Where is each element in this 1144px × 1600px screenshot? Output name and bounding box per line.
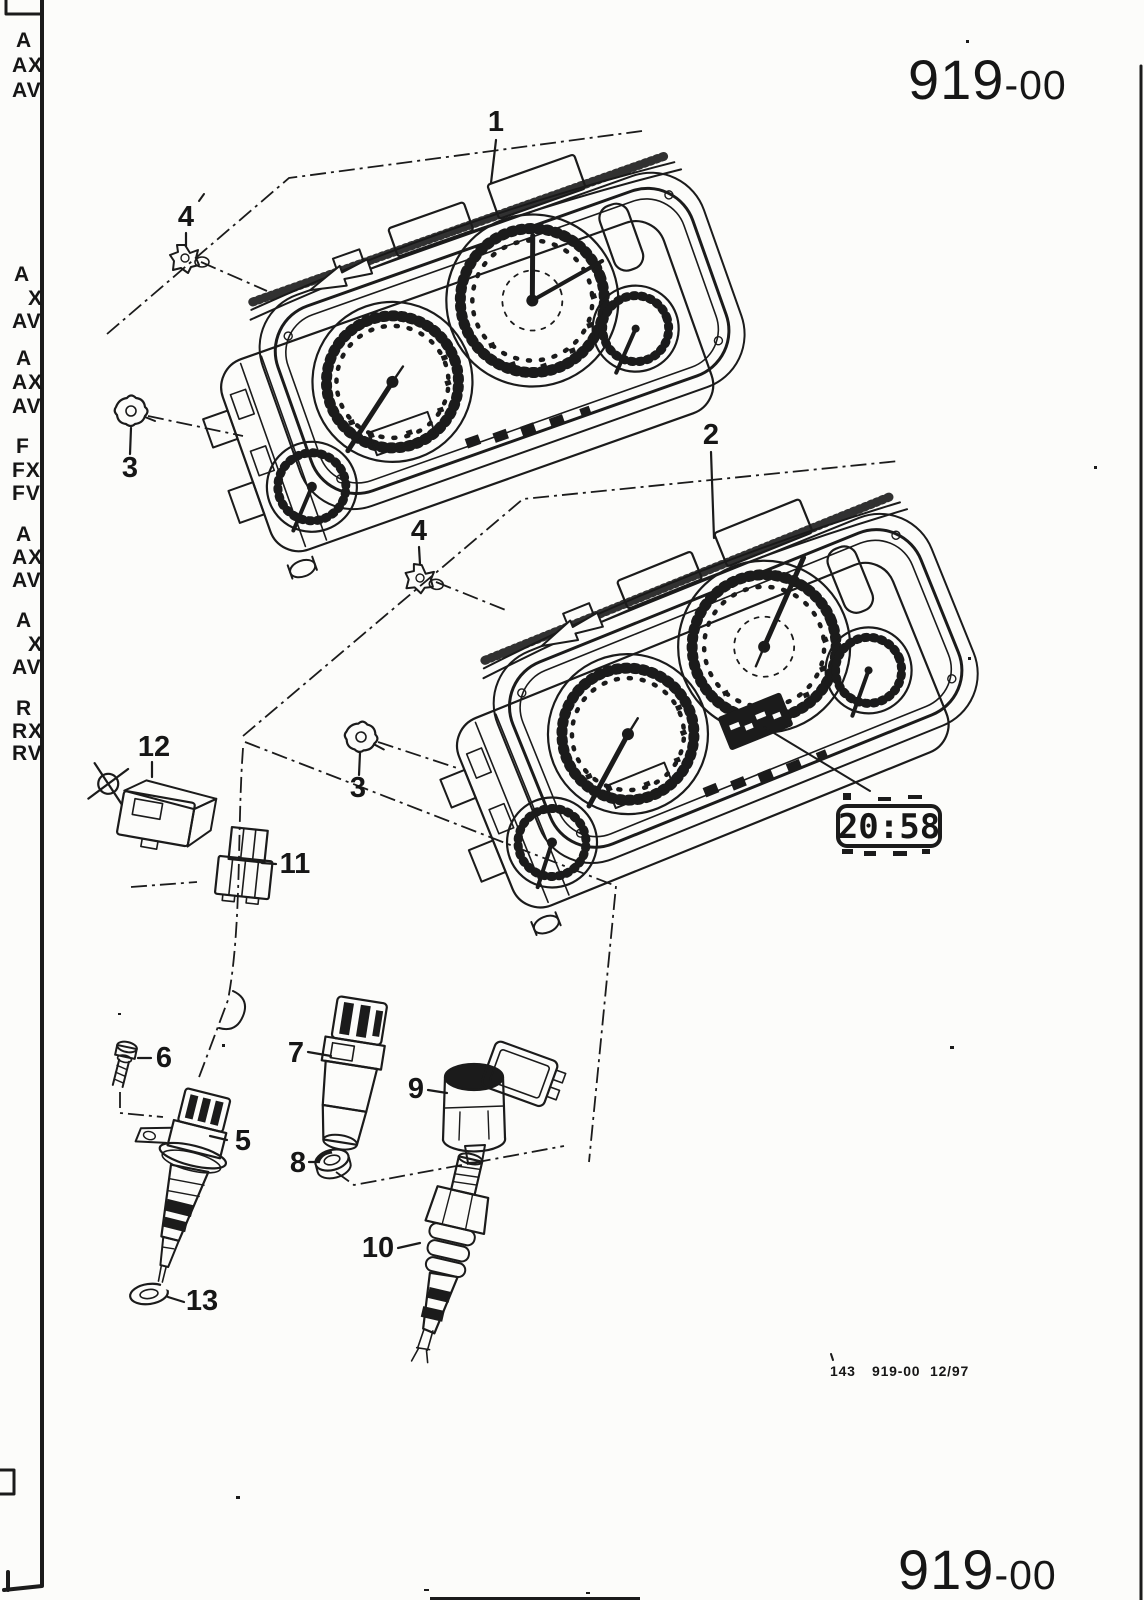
instrument-cluster-1 [161,120,775,591]
callout-4a: 4 [178,201,194,233]
scan-noise [118,40,1097,1600]
rev-code: AX [12,54,43,77]
callout-6: 6 [156,1042,172,1074]
rev-code: FX [12,459,41,482]
callout-2: 2 [703,419,719,451]
part-10-temp-sensor [410,1152,490,1364]
rev-code: A [16,29,32,52]
part-9-sender [441,1040,567,1164]
instrument-cluster-2 [393,460,1011,949]
callout-7: 7 [288,1037,304,1069]
section-group: 919 [898,1538,994,1600]
screw-4b [401,561,447,598]
page-section-code-top: 919-00 [908,48,1067,111]
callouts: 1 2 4 3 4 3 12 11 6 5 7 8 9 10 13 [122,106,719,1317]
imprint-ref: 143 [830,1363,856,1379]
callout-9: 9 [408,1073,424,1105]
page-section-code-bottom: 919-00 [898,1538,1057,1600]
rev-code: FV [12,482,41,505]
callout-1: 1 [488,106,504,138]
rev-code: X [28,633,43,656]
callout-3b: 3 [350,772,366,804]
rev-code: AV [12,310,42,333]
callout-8: 8 [290,1147,306,1179]
imprint-line: 143 919-00 12/97 [830,1353,969,1379]
rev-code: A [16,609,32,632]
rev-code: RX [12,720,43,743]
rev-code: AV [12,79,42,102]
rev-code: AX [12,546,43,569]
callout-13: 13 [186,1285,218,1317]
callout-12: 12 [138,731,170,763]
clock-leader-line [763,726,871,792]
rev-code: F [16,435,30,458]
lcd-clock-window [718,692,793,750]
rev-code: A [16,523,32,546]
rev-code: AV [12,395,42,418]
part-12-bulb-holder [87,762,218,851]
part-6-screw [111,1040,138,1088]
rev-code: A [16,347,32,370]
sidebar-revision-codes: A AX AV A X AV A AX AV F FX FV A AX AV A… [12,29,43,765]
rev-code: R [16,697,32,720]
callout-10: 10 [362,1232,394,1264]
screw-4a [168,243,211,275]
callout-4b: 4 [411,515,427,547]
rev-code: A [14,263,30,286]
part-7-sensor [320,995,388,1151]
section-group: 919 [908,48,1004,111]
nut-3b [342,718,388,756]
projection-lines [106,130,900,1186]
section-page: -00 [994,1552,1056,1598]
part-13-seal-washer [129,1282,172,1306]
rev-code: RV [12,742,43,765]
section-page: -00 [1004,62,1066,108]
callout-3a: 3 [122,452,138,484]
clock-bezel [836,804,942,848]
imprint-code: 919-00 [872,1363,920,1379]
rev-code: X [28,287,43,310]
rev-code: AX [12,371,43,394]
digital-clock: 20:58 [763,726,942,856]
nut-3a [113,394,157,428]
rev-code: AV [12,656,42,679]
part-11-connector [213,825,274,905]
callout-5: 5 [235,1125,251,1157]
rev-code: AV [12,569,42,592]
callout-11: 11 [280,848,311,880]
imprint-date: 12/97 [930,1363,969,1379]
clock-time: 20:58 [838,807,940,847]
part-8-nut [314,1148,352,1180]
part-5-speedo-sender [134,1087,232,1283]
